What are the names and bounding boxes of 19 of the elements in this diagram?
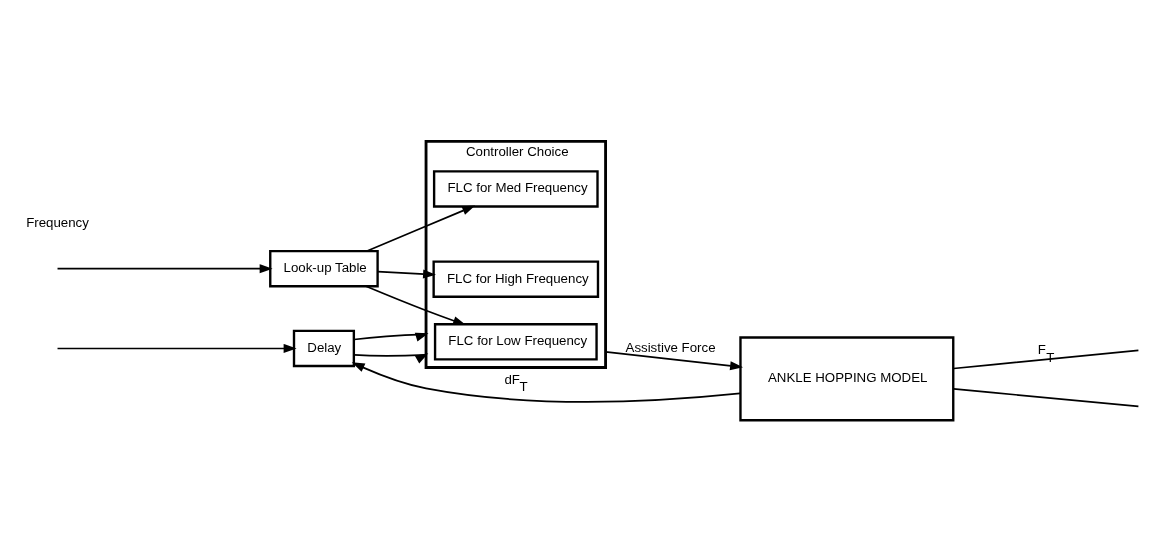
label: Frequency — [26, 214, 89, 230]
node-box: FLC for Low Frequency — [433, 322, 598, 361]
node-box: FLC for Med Frequency — [432, 169, 599, 208]
node-box: ANKLE HOPPING MODEL — [739, 335, 955, 421]
node-box: FLC for High Frequency — [432, 259, 600, 298]
arrow — [56, 263, 273, 273]
arrow — [604, 350, 744, 370]
connector — [952, 349, 1140, 369]
arrow — [365, 284, 466, 325]
node-box: Delay — [292, 329, 356, 367]
connector — [952, 387, 1140, 407]
arrow — [353, 332, 429, 341]
node-box: Look-up Table — [269, 249, 379, 287]
arrow — [376, 269, 436, 279]
arrow — [366, 205, 476, 252]
arrow — [353, 352, 429, 364]
edge-label: Assistive Force — [625, 339, 716, 355]
arrow — [351, 361, 741, 403]
arrow — [56, 343, 297, 353]
